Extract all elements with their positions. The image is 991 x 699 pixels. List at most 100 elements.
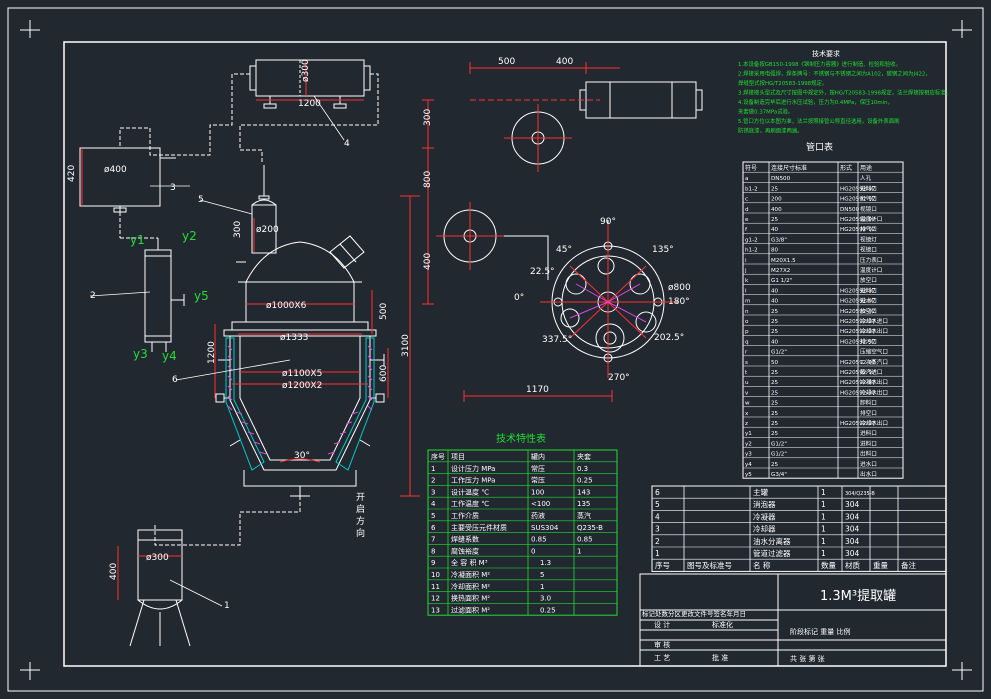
nozzle-cell: HG20592-97 [840,288,876,294]
nozzle-cell: 40 [771,288,779,294]
label-y2: y2 [182,229,197,243]
nozzle-cell: HG20592-97 [840,421,876,427]
plan-angle-202: 202.5° [654,333,684,343]
nozzle-cell: 放空口 [860,307,877,315]
tech-char-cell: 药液 [531,511,545,520]
dim-h3100: 3100 [401,334,411,357]
nozzle-cell: y3 [745,452,752,458]
nozzle-cell: s [745,360,748,366]
parts-cell: 冷凝器 [753,511,776,521]
nozzle-cell: 进料口 [860,286,877,294]
tech-char-cell: 12 [431,595,440,603]
tech-note-line: 2.焊接采用电弧焊，焊条牌号：不锈钢与不锈钢之间为A102，碳钢之间为J422， [738,70,931,78]
parts-cell: 管道过滤器 [753,548,791,558]
nozzle-cell: DN500 [771,176,791,182]
nozzle-cell: HG20592-97 [840,227,876,233]
nozzle-cell: 25 [771,329,779,335]
nozzle-cell: g1-2 [745,237,758,243]
parts-cell: 6 [655,488,660,497]
nozzle-cell: h1-2 [745,248,758,254]
parts-cell: 1 [821,549,826,558]
parts-cell: 304 [845,537,860,546]
tech-notes: 技术要求 1.本设备按GB150-1998《钢制压力容器》进行制造、检验和验收。… [738,49,951,135]
tech-note-line: 5.管口方位以本图为准，法兰按照接管公称直径选用，设备外表面刷 [738,117,899,125]
parts-cell: 油水分离器 [753,536,791,546]
nozzle-cell: 25 [771,186,779,192]
dim-d300-bottom: ø300 [146,553,169,563]
tech-char-cell: 3.0 [540,595,551,603]
nozzle-cell: HG20592-97 [840,390,876,396]
nozzle-cell: 视镜灯 [860,235,877,243]
nozzle-cell: y4 [745,462,752,468]
nozzle-cell: b1-2 [745,186,758,192]
parts-cell: 304/Q235-B [845,491,875,497]
tech-char-title: 技术特性表 [496,432,546,445]
tech-char-cell: 1.3 [540,559,551,567]
nozzle-cell: HG20592-97 [840,329,876,335]
nozzle-cell: f [745,227,748,233]
parts-cell: 1 [821,488,826,497]
tech-char-cell: 常压 [531,476,545,485]
nozzle-cell: 25 [771,309,779,315]
tech-char-cell: 7 [431,536,435,544]
dim-h1200: 1200 [207,341,217,364]
tech-char-cell: 1 [540,583,544,591]
tech-char-cell: 8 [431,547,435,555]
parts-cell: 1 [821,512,826,521]
nozzle-cell: 40 [771,227,779,233]
tech-char-cell: 143 [577,488,590,496]
nozzle-cell: 放空口 [860,276,877,284]
dim-d1000: ø1000X6 [266,301,307,311]
nozzle-cell: 50 [771,360,779,366]
plan-view-dimensions [422,62,620,402]
parts-cell: 304 [845,500,860,509]
nozzle-cell: 二次蒸汽口 [860,358,888,366]
tech-char-cell: 全 容 积 M³ [451,558,488,567]
drawing-frame [7,7,984,692]
nozzle-header: 符号 [745,164,757,172]
parts-cell: 1 [655,549,660,558]
approve-label: 批 准 [712,653,728,662]
design-label: 设 计 [654,620,670,629]
nozzle-cell: HG20592-97 [840,299,876,305]
plan-angle-22: 22.5° [530,267,555,277]
nozzle-cell: G1 1/2" [771,278,793,284]
tech-char-cell: 5 [431,512,435,520]
nozzle-cell: M20X1.5 [771,258,796,264]
nozzle-cell: 进料口 [860,429,877,437]
tech-char-cell: 设计温度 ℃ [451,487,489,496]
nozzle-cell: 200 [771,197,782,203]
nozzle-cell: HG20592-97 [840,197,876,203]
dim-angle30: 30° [294,451,310,461]
parts-cell: 3 [655,525,660,534]
parts-cell: 1 [821,500,826,509]
tech-char-cell: <100 [531,500,550,508]
plan-dim-400b: 400 [423,253,433,270]
parts-cell: 304 [845,512,860,521]
tech-note-line: 焊缝型式按HG/T20583-1998规定。 [738,79,827,87]
parts-header: 名 称 [753,560,771,570]
tech-char-cell: 蒸汽 [577,511,591,520]
tech-char-cell: 100 [531,488,544,496]
tech-char-cell: 常压 [531,464,545,473]
tech-char-cell: 0.85 [531,536,547,544]
nozzle-cell: HG20592-97 [840,186,876,192]
nozzle-cell: 25 [771,319,779,325]
tech-char-cell: 6 [431,524,436,532]
main-vessel-elevation [79,59,385,647]
parts-cell: 冷却器 [753,524,776,534]
nozzle-header: 形式 [840,164,852,172]
parts-header: 序号 [655,560,670,570]
plan-view [436,81,703,376]
part-leaders [89,95,345,607]
tech-char-cell: 13 [431,606,440,614]
nozzle-cell: DN500 [840,207,860,213]
tech-char-header: 项目 [451,453,465,461]
nozzle-cell: r [745,350,748,356]
nozzle-cell: 25 [771,401,779,407]
nozzle-cell: t [745,370,748,376]
dim-d200: ø200 [256,225,279,235]
tech-char-cell: Q235-B [577,524,603,532]
nozzle-cell: 进水口 [860,460,877,468]
nozzle-header: 用途 [860,164,872,172]
